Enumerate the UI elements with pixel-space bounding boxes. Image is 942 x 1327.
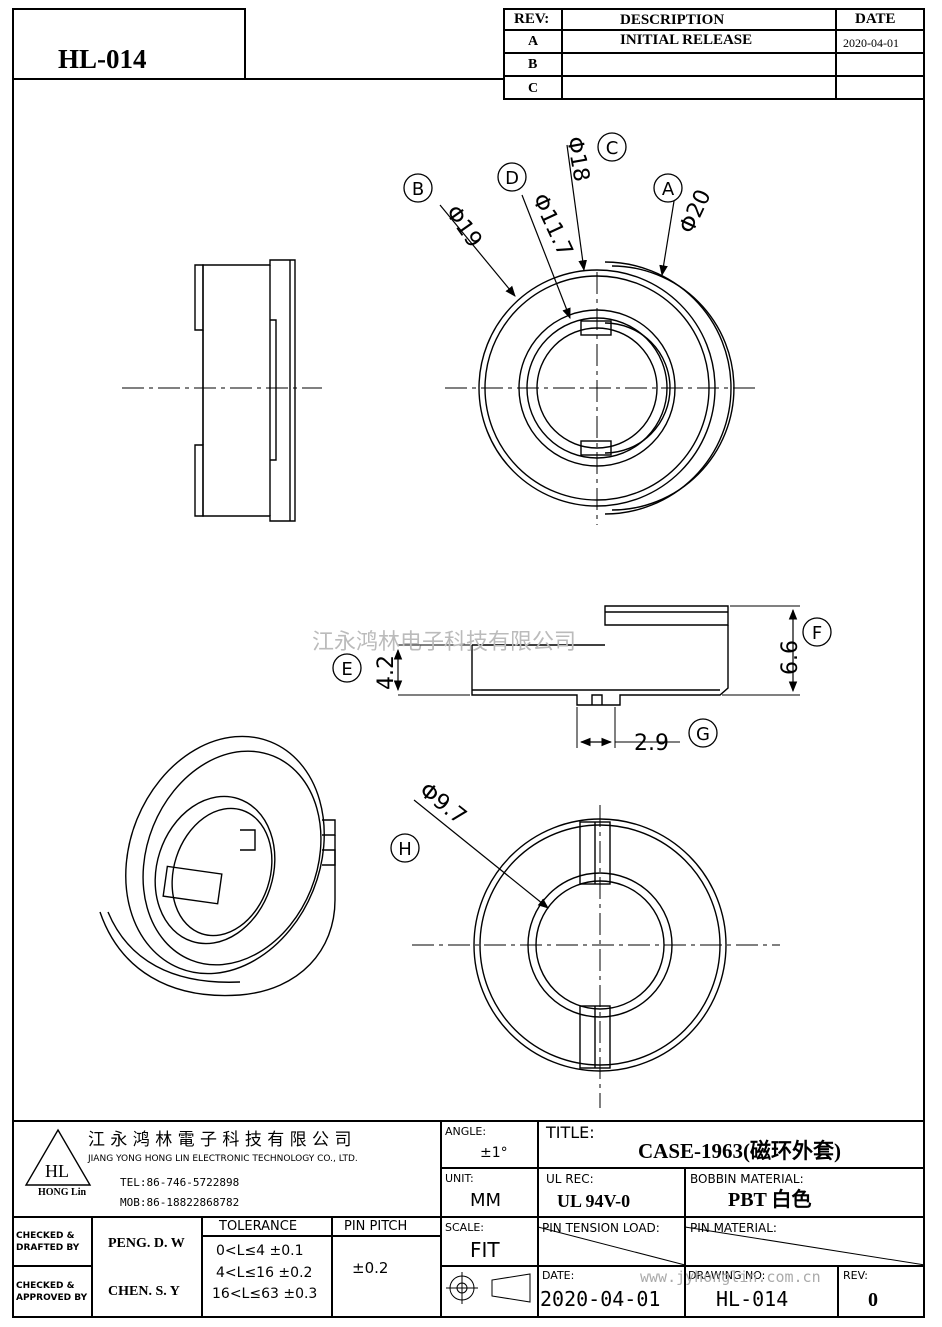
dim-c-value: Φ18 xyxy=(561,135,593,184)
tolerance-label: TOLERANCE xyxy=(219,1219,298,1234)
tolerance-3: 16<L≤63 ±0.3 xyxy=(212,1286,318,1302)
bobbin-label: BOBBIN MATERIAL: xyxy=(690,1172,804,1186)
pin-pitch-label: PIN PITCH xyxy=(344,1219,408,1234)
title-label: TITLE: xyxy=(546,1123,595,1142)
scale-label: SCALE: xyxy=(445,1221,484,1234)
callout-c: C xyxy=(606,138,619,159)
drawing-no-label: DRAWING NO: xyxy=(688,1269,766,1282)
date-value: 2020-04-01 xyxy=(540,1287,661,1311)
top-view xyxy=(445,261,760,525)
part-number-box: HL-014 xyxy=(12,8,246,80)
part-number: HL-014 xyxy=(58,44,147,74)
front-view xyxy=(471,605,729,706)
callout-h: H xyxy=(398,839,412,860)
callout-letters: A B C D E F G H xyxy=(341,138,822,860)
rev-header: REV: xyxy=(514,11,550,27)
rev-a: A xyxy=(528,34,539,49)
rev-value: 0 xyxy=(868,1289,878,1311)
company-cn: 江 永 鸿 林 電 子 科 技 有 限 公 司 xyxy=(88,1130,352,1150)
dim-b-value: Φ19 xyxy=(440,201,486,252)
ul-label: UL REC: xyxy=(546,1172,594,1186)
tolerance-2: 4<L≤16 ±0.2 xyxy=(216,1265,313,1281)
logo-sub: HONG Lin xyxy=(38,1187,87,1198)
watermark: 江永鸿林电子科技有限公司 xyxy=(312,630,576,655)
callout-circles xyxy=(332,132,832,863)
dim-f-value: 6.6 xyxy=(778,640,803,675)
company-en: JIANG YONG HONG LIN ELECTRONIC TECHNOLOG… xyxy=(88,1154,358,1164)
pin-tension-label: PIN TENSION LOAD: xyxy=(542,1221,660,1235)
rev-b: B xyxy=(528,57,538,72)
drawing-no-value: HL-014 xyxy=(716,1287,789,1311)
dim-g-value: 2.9 xyxy=(634,731,669,756)
date-header: DATE xyxy=(855,11,896,27)
drawing-border xyxy=(12,78,925,1318)
title-value: CASE-1963(磁环外套) xyxy=(638,1139,841,1163)
dimension-values: Φ20 Φ19 Φ18 Φ11.7 4.2 6.6 2.9 Φ9.7 xyxy=(374,135,803,830)
isometric-view xyxy=(99,735,336,997)
angle-value: ±1° xyxy=(480,1145,508,1161)
callout-g: G xyxy=(696,724,710,745)
side-view xyxy=(122,259,322,522)
callout-f: F xyxy=(812,623,822,644)
callout-b: B xyxy=(412,179,424,200)
callout-e: E xyxy=(341,659,352,680)
tel: TEL:86-746-5722898 xyxy=(120,1176,240,1189)
callout-a: A xyxy=(662,179,675,200)
callout-d: D xyxy=(505,168,519,189)
rev-a-description: INITIAL RELEASE xyxy=(620,32,753,48)
logo-mark: HL xyxy=(45,1161,69,1181)
revision-table: REV: DESCRIPTION DATE A INITIAL RELEASE … xyxy=(503,8,925,100)
pin-material-label: PIN MATERIAL: xyxy=(690,1221,777,1235)
bobbin-value: PBT 白色 xyxy=(728,1189,812,1211)
date-label: DATE: xyxy=(542,1269,575,1282)
tolerance-1: 0<L≤4 ±0.1 xyxy=(216,1243,304,1259)
description-header: DESCRIPTION xyxy=(620,12,725,28)
angle-label: ANGLE: xyxy=(445,1125,487,1138)
dimension-leaders xyxy=(393,144,800,909)
title-block-grid xyxy=(12,1120,925,1318)
checked-approved-label: CHECKED & APPROVED BY xyxy=(16,1281,88,1303)
mob: MOB:86-18822868782 xyxy=(120,1196,240,1209)
ul-value: UL 94V-0 xyxy=(557,1191,631,1211)
bottom-view xyxy=(412,805,780,1108)
rev-label: REV: xyxy=(843,1269,868,1282)
unit-value: MM xyxy=(470,1190,502,1211)
dim-e-value: 4.2 xyxy=(374,655,399,690)
dim-h-value: Φ9.7 xyxy=(414,778,471,830)
watermark-url: www.jyhonglin.com.cn xyxy=(640,1268,821,1286)
rev-a-date: 2020-04-01 xyxy=(843,36,899,50)
title-block: HL HONG Lin 江 永 鸿 林 電 子 科 技 有 限 公 司 JIAN… xyxy=(12,1120,925,1318)
unit-label: UNIT: xyxy=(445,1172,474,1185)
technical-drawing: A B C D E F G H Φ20 Φ19 Φ18 Φ11.7 4.2 6.… xyxy=(99,132,832,1108)
checked-drafted-value: PENG. D. W xyxy=(108,1236,185,1251)
rev-c: C xyxy=(528,81,539,96)
checked-approved-value: CHEN. S. Y xyxy=(108,1284,180,1299)
scale-value: FIT xyxy=(470,1238,500,1262)
checked-drafted-label: CHECKED & DRAFTED BY xyxy=(16,1231,80,1253)
pin-pitch-value: ±0.2 xyxy=(352,1259,389,1277)
